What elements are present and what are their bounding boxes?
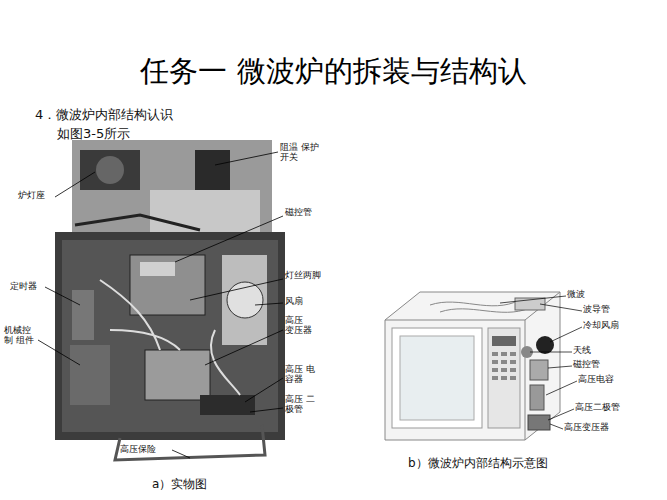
- magnetron-label: [140, 262, 175, 276]
- wires: [100, 280, 240, 395]
- control-assembly: [70, 345, 110, 405]
- body-text: 如图3-5所示: [57, 127, 130, 142]
- part-label: 磁控管: [285, 207, 312, 217]
- part-label: 高压二极管: [575, 402, 620, 412]
- leader-lines: [500, 296, 582, 429]
- lamp-holder: [80, 150, 140, 190]
- part-label: 炉灯座: [18, 190, 45, 200]
- part-label: 机械控 制 组件: [4, 325, 34, 346]
- fan-housing: [222, 255, 267, 345]
- microwave-schematic: [385, 292, 560, 440]
- part-label: 高压保险: [120, 444, 156, 454]
- lamp-socket: [96, 156, 124, 184]
- slide-title: 任务一 微波炉的拆装与结构认: [0, 52, 667, 92]
- part-label: 灯丝两脚: [285, 270, 321, 280]
- body-text: 4．微波炉内部结构认识: [35, 108, 173, 123]
- part-label: 高压 二极管: [285, 394, 315, 415]
- figure-caption: a）实物图: [152, 478, 207, 492]
- part-label: 冷却风扇: [583, 320, 619, 330]
- part-label: 磁控管: [573, 359, 600, 369]
- wire: [75, 215, 200, 230]
- part-label: 定时器: [10, 281, 37, 291]
- capacitor: [200, 395, 255, 415]
- part-label: 天线: [573, 345, 591, 355]
- part-label: 波导管: [583, 304, 610, 314]
- part-label: 高压 变压器: [285, 315, 313, 336]
- part-label: 微波: [567, 289, 585, 299]
- part-label: 阻温 保护开关: [280, 142, 322, 163]
- part-label: 高压电容: [578, 374, 614, 384]
- thermal-switch: [195, 150, 230, 190]
- part-label: 高压 电容器: [285, 364, 315, 385]
- part-label: 高压变压器: [564, 422, 609, 432]
- chassis: [62, 240, 278, 432]
- inset-photo: [72, 140, 272, 240]
- transformer: [145, 350, 210, 400]
- figure-caption: b）微波炉内部结构示意图: [408, 457, 548, 471]
- main-photo: [55, 232, 285, 440]
- leader-lines: [38, 152, 283, 458]
- magnetron: [130, 255, 205, 315]
- part-label: 风扇: [285, 296, 303, 306]
- fuse-wire: [115, 425, 265, 460]
- bracket: [150, 190, 260, 235]
- timer: [72, 290, 94, 340]
